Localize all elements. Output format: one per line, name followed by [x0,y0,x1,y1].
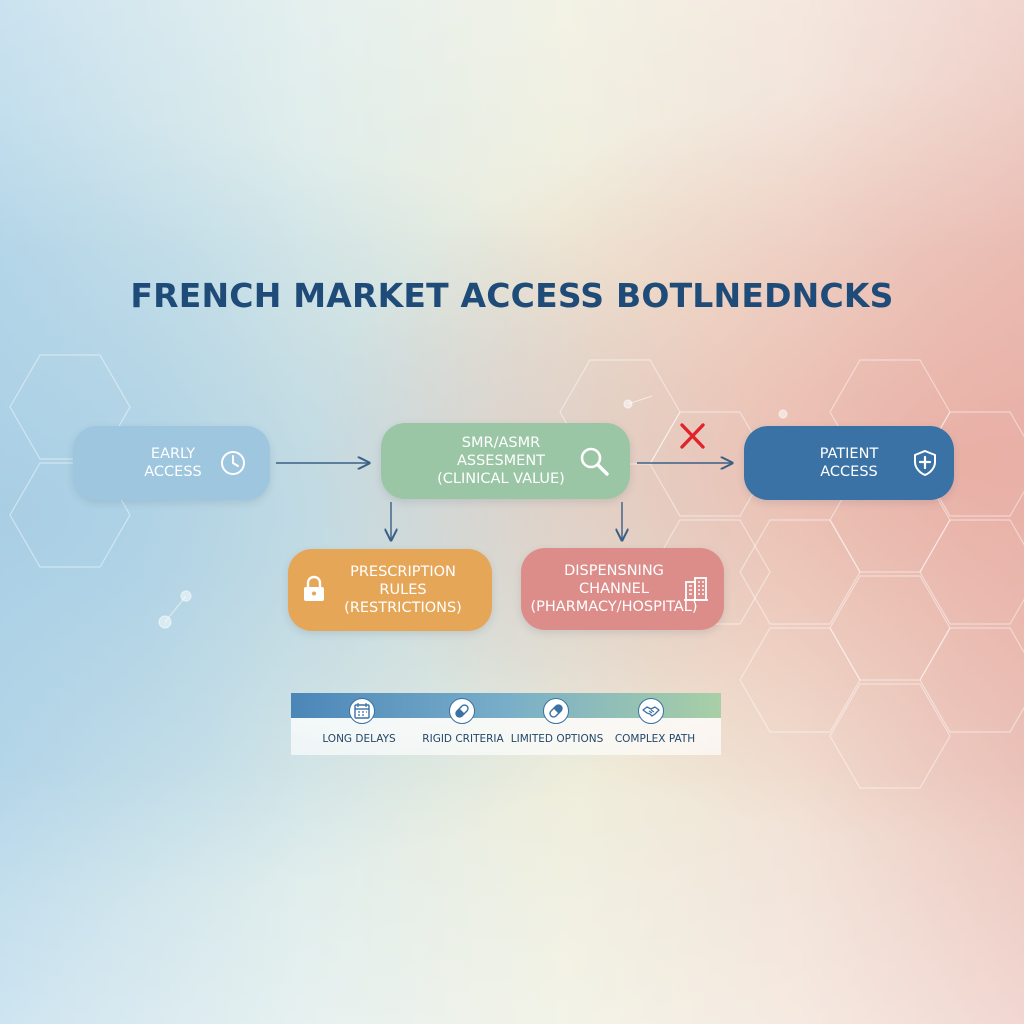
clock-icon [221,451,245,475]
node-smr-asmr-assessment: SMR/ASMR ASSESMENT (CLINICAL VALUE) [381,423,630,499]
node-dispensing-channel: DISPENSNING CHANNEL (PHARMACY/HOSPITAL) [521,548,724,630]
node-label-line: ASSESMENT [456,453,546,469]
legend-label: COMPLEX PATH [614,733,696,745]
node-label-line: DISPENSNING [564,563,664,579]
handshake-icon [642,706,660,717]
node-label-line: (RESTRICTIONS) [344,600,462,616]
magnifier-icon [580,447,609,476]
node-patient-access: PATIENT ACCESS [744,426,954,500]
legend-item-limited-options: LIMITED OPTIONS [497,693,617,755]
node-label-line: PATIENT [819,446,879,462]
node-label-line: PRESCRIPTION [350,564,456,580]
legend-item-long-delays: LONG DELAYS [291,693,431,755]
node-label-line: ACCESS [144,464,202,480]
node-label-line: SMR/ASMR [461,435,541,451]
calendar-icon [354,703,370,719]
node-label-line: RULES [379,582,427,598]
lock-icon [304,575,324,601]
node-label-line: CHANNEL [579,581,649,597]
node-label-line: (PHARMACY/HOSPITAL) [530,599,698,615]
pill-icon [455,704,469,718]
node-label-line: EARLY [150,446,196,462]
legend-label: LIMITED OPTIONS [510,733,604,745]
legend-item-complex-path: COMPLEX PATH [591,693,717,755]
shield-icon [914,449,936,477]
legend-label: LONG DELAYS [322,733,396,745]
legend-label: RIGID CRITERIA [422,733,504,745]
capsule-icon [549,704,563,718]
bottleneck-legend: LONG DELAYS RIGID CRITERIA LIMITED OPTIO… [291,693,721,755]
node-prescription-rules: PRESCRIPTION RULES (RESTRICTIONS) [288,549,492,631]
node-early-access: EARLY ACCESS [73,426,270,500]
blocked-x-icon [680,423,705,449]
page-title: FRENCH MARKET ACCESS BOTLNEDNCKS [130,276,894,315]
node-label-line: ACCESS [820,464,878,480]
building-icon [684,577,708,601]
legend-item-rigid-criteria: RIGID CRITERIA [403,693,523,755]
node-label-line: (CLINICAL VALUE) [437,471,565,487]
